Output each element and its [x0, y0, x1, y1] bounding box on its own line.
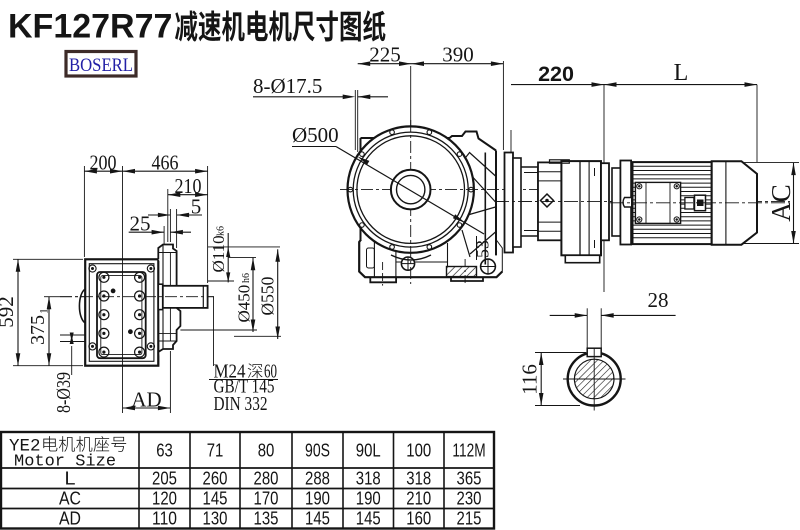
- svg-text:AD: AD: [131, 388, 161, 412]
- svg-text:220: 220: [538, 62, 574, 86]
- svg-text:Ø450: Ø450: [235, 285, 254, 323]
- svg-text:205: 205: [152, 469, 177, 489]
- svg-text:8-Ø17.5: 8-Ø17.5: [253, 74, 322, 98]
- svg-text:Ø110: Ø110: [209, 235, 228, 272]
- svg-text:260: 260: [203, 469, 228, 489]
- svg-text:190: 190: [356, 489, 381, 509]
- svg-text:120: 120: [152, 489, 177, 509]
- svg-text:210: 210: [175, 174, 202, 198]
- svg-text:135: 135: [254, 509, 279, 529]
- svg-text:k6: k6: [216, 226, 227, 236]
- svg-text:200: 200: [90, 151, 117, 175]
- svg-text:110: 110: [152, 509, 177, 529]
- svg-text:280: 280: [254, 469, 279, 489]
- svg-text:Ø550: Ø550: [258, 276, 278, 315]
- svg-text:288: 288: [305, 469, 330, 489]
- svg-text:170: 170: [254, 489, 279, 509]
- svg-text:100: 100: [406, 441, 431, 461]
- svg-text:GB/T 145: GB/T 145: [214, 376, 275, 398]
- svg-text:365: 365: [457, 469, 482, 489]
- svg-text:5: 5: [191, 195, 202, 219]
- svg-text:225: 225: [369, 43, 401, 67]
- svg-text:AD: AD: [59, 509, 81, 529]
- svg-text:160: 160: [406, 509, 431, 529]
- svg-text:210: 210: [406, 489, 431, 509]
- svg-text:90L: 90L: [356, 441, 381, 461]
- svg-text:25: 25: [130, 212, 151, 236]
- svg-text:AC: AC: [766, 184, 796, 222]
- svg-text:390: 390: [442, 43, 474, 67]
- svg-text:375: 375: [27, 315, 49, 345]
- svg-text:DIN 332: DIN 332: [214, 393, 268, 415]
- svg-text:L: L: [674, 60, 689, 86]
- svg-text:28: 28: [648, 288, 669, 312]
- svg-text:53: 53: [473, 240, 493, 258]
- svg-text:215: 215: [457, 509, 482, 529]
- svg-text:Ø500: Ø500: [292, 123, 339, 147]
- svg-text:112M: 112M: [452, 441, 485, 461]
- svg-text:63: 63: [156, 441, 173, 461]
- svg-text:1: 1: [37, 308, 51, 314]
- svg-text:592: 592: [0, 296, 18, 328]
- svg-text:Motor Size: Motor Size: [14, 453, 116, 472]
- svg-text:230: 230: [457, 489, 482, 509]
- svg-text:BOSERL: BOSERL: [69, 56, 133, 76]
- svg-text:80: 80: [258, 441, 275, 461]
- svg-text:AC: AC: [59, 489, 81, 509]
- svg-text:466: 466: [152, 151, 179, 175]
- svg-text:71: 71: [207, 441, 224, 461]
- svg-text:8-Ø39: 8-Ø39: [53, 372, 75, 413]
- svg-text:145: 145: [305, 509, 330, 529]
- svg-text:145: 145: [203, 489, 228, 509]
- svg-text:60: 60: [264, 361, 277, 383]
- svg-text:318: 318: [356, 469, 381, 489]
- svg-text:318: 318: [406, 469, 431, 489]
- svg-text:90S: 90S: [305, 441, 330, 461]
- svg-text:L: L: [65, 469, 76, 489]
- svg-text:145: 145: [356, 509, 381, 529]
- svg-text:130: 130: [203, 509, 228, 529]
- svg-text:KF127R77: KF127R77: [8, 8, 172, 46]
- svg-text:116: 116: [518, 364, 542, 395]
- svg-text:M24: M24: [214, 361, 246, 383]
- svg-text:YE2: YE2: [9, 437, 41, 457]
- svg-text:190: 190: [305, 489, 330, 509]
- svg-text:h6: h6: [241, 273, 252, 283]
